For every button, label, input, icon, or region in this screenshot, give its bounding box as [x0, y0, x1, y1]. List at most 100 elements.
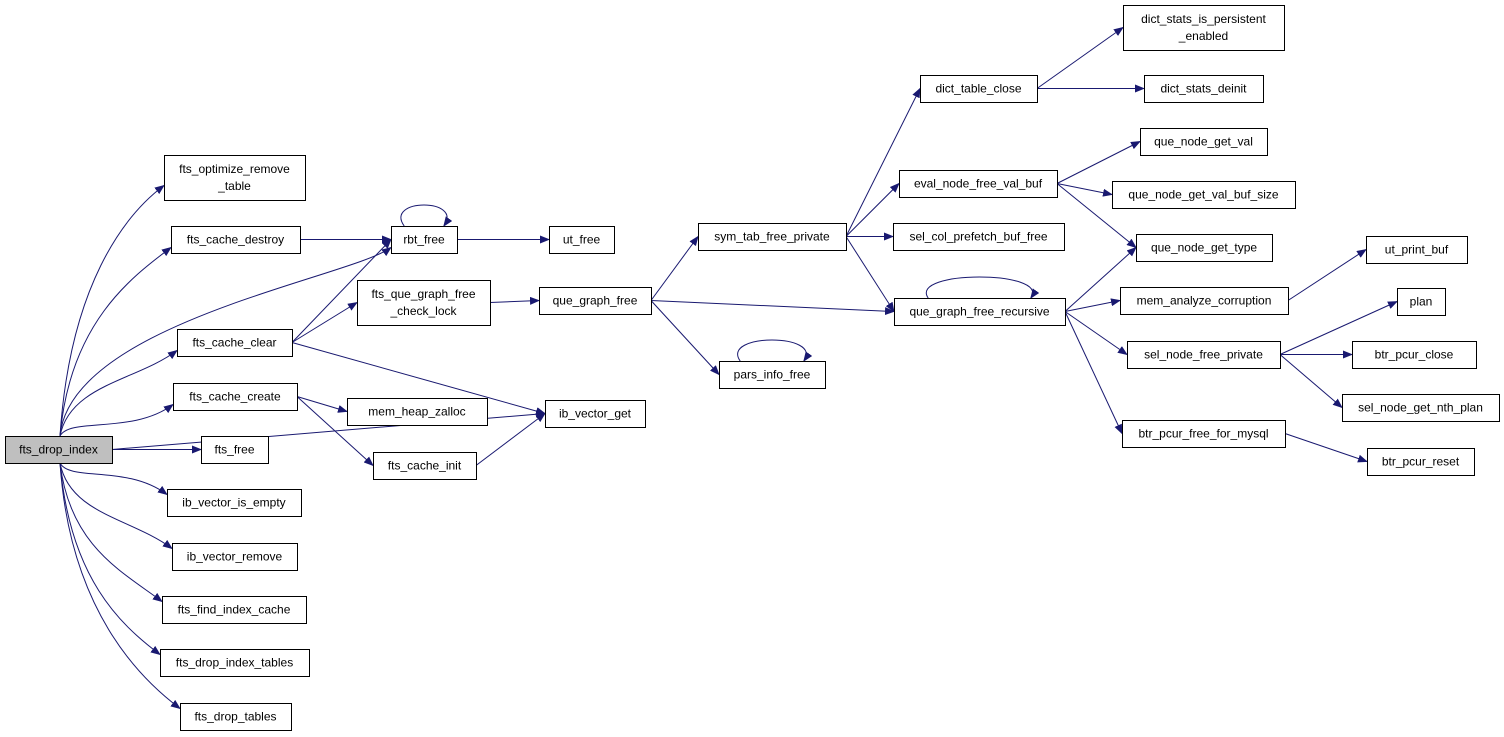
- node-box: [1367, 448, 1475, 476]
- node-dict_stats_deinit[interactable]: dict_stats_deinit: [1144, 75, 1264, 103]
- node-fts_drop_tables[interactable]: fts_drop_tables: [180, 703, 292, 731]
- node-ib_vector_remove[interactable]: ib_vector_remove: [172, 543, 298, 571]
- self-loop-edge-pars_info_free: [737, 339, 813, 362]
- node-eval_node_free_val_buf[interactable]: eval_node_free_val_buf: [899, 170, 1058, 198]
- node-sel_node_get_nth_plan[interactable]: sel_node_get_nth_plan: [1342, 394, 1500, 422]
- node-label: que_graph_free: [553, 294, 638, 308]
- node-sym_tab_free_private[interactable]: sym_tab_free_private: [698, 223, 847, 251]
- node-btr_pcur_reset[interactable]: btr_pcur_reset: [1367, 448, 1475, 476]
- node-box: [177, 329, 293, 357]
- node-sel_col_prefetch_buf_free[interactable]: sel_col_prefetch_buf_free: [893, 223, 1065, 251]
- edge-dict_table_close-to-dict_stats_is_persistent_enabled: [1036, 26, 1124, 89]
- node-label: ib_vector_is_empty: [182, 496, 285, 510]
- node-que_graph_free[interactable]: que_graph_free: [539, 287, 652, 315]
- edge-que_graph_free_recursive-to-sel_node_free_private: [1064, 311, 1128, 356]
- node-box: [1123, 5, 1285, 51]
- node-ut_free[interactable]: ut_free: [549, 226, 615, 254]
- node-label: ut_free: [563, 233, 601, 247]
- node-ib_vector_get[interactable]: ib_vector_get: [545, 400, 646, 428]
- node-box: [201, 436, 269, 464]
- node-box: [391, 226, 458, 254]
- node-fts_cache_clear[interactable]: fts_cache_clear: [177, 329, 293, 357]
- edge-fts_cache_clear-to-fts_que_graph_free_check_lock: [291, 301, 358, 343]
- node-box: [160, 649, 310, 677]
- edge-eval_node_free_val_buf-to-que_node_get_type: [1056, 183, 1137, 249]
- node-label: eval_node_free_val_buf: [914, 177, 1043, 191]
- node-sel_node_free_private[interactable]: sel_node_free_private: [1127, 341, 1281, 369]
- node-que_graph_free_recursive[interactable]: que_graph_free_recursive: [894, 298, 1066, 326]
- node-label: ib_vector_remove: [187, 550, 283, 564]
- node-fts_cache_create[interactable]: fts_cache_create: [173, 383, 298, 411]
- self-loop-edge-que_graph_free_recursive: [925, 276, 1040, 299]
- edge-fts_drop_index-to-fts_drop_tables: [59, 462, 181, 710]
- node-fts_drop_index[interactable]: fts_drop_index: [5, 436, 113, 464]
- node-box: [164, 155, 306, 201]
- node-box: [698, 223, 847, 251]
- node-fts_find_index_cache[interactable]: fts_find_index_cache: [162, 596, 307, 624]
- node-fts_drop_index_tables[interactable]: fts_drop_index_tables: [160, 649, 310, 677]
- node-btr_pcur_free_for_mysql[interactable]: btr_pcur_free_for_mysql: [1122, 420, 1286, 448]
- node-box: [173, 383, 298, 411]
- node-box: [373, 452, 477, 480]
- node-box: [1352, 341, 1477, 369]
- node-label: sym_tab_free_private: [714, 230, 830, 244]
- node-box: [1140, 128, 1268, 156]
- edge-eval_node_free_val_buf-to-que_node_get_val: [1056, 141, 1141, 184]
- node-ib_vector_is_empty[interactable]: ib_vector_is_empty: [167, 489, 302, 517]
- edge-fts_cache_init-to-ib_vector_get: [475, 412, 546, 466]
- node-label: sel_node_free_private: [1144, 348, 1263, 362]
- node-box: [5, 436, 113, 464]
- node-box: [719, 361, 826, 389]
- edge-que_graph_free-to-pars_info_free: [650, 300, 720, 376]
- node-rbt_free[interactable]: rbt_free: [391, 226, 458, 254]
- node-pars_info_free[interactable]: pars_info_free: [719, 361, 826, 389]
- node-que_node_get_val_buf_size[interactable]: que_node_get_val_buf_size: [1112, 181, 1296, 209]
- edge-eval_node_free_val_buf-to-que_node_get_val_buf_size: [1056, 183, 1113, 197]
- node-label: ib_vector_get: [559, 407, 632, 421]
- node-dict_table_close[interactable]: dict_table_close: [920, 75, 1038, 103]
- node-label: fts_optimize_remove: [179, 162, 290, 176]
- node-label: fts_drop_index_tables: [176, 656, 293, 670]
- node-ut_print_buf[interactable]: ut_print_buf: [1366, 236, 1468, 264]
- node-label: _table: [217, 179, 251, 193]
- node-btr_pcur_close[interactable]: btr_pcur_close: [1352, 341, 1477, 369]
- node-box: [1144, 75, 1264, 103]
- edge-sym_tab_free_private-to-dict_table_close: [845, 87, 921, 237]
- edge-fts_drop_index-to-ib_vector_remove: [59, 462, 173, 550]
- node-mem_heap_zalloc[interactable]: mem_heap_zalloc: [347, 398, 488, 426]
- self-loop-edge-rbt_free: [400, 204, 453, 227]
- node-dict_stats_is_persistent_enabled[interactable]: dict_stats_is_persistent_enabled: [1123, 5, 1285, 51]
- edges-layer: [59, 26, 1398, 710]
- node-label: fts_cache_init: [388, 459, 462, 473]
- node-label: _check_lock: [389, 304, 457, 318]
- node-box: [1122, 420, 1286, 448]
- edge-mem_analyze_corruption-to-ut_print_buf: [1287, 248, 1367, 301]
- node-mem_analyze_corruption[interactable]: mem_analyze_corruption: [1120, 287, 1289, 315]
- node-box: [1112, 181, 1296, 209]
- node-fts_optimize_remove_table[interactable]: fts_optimize_remove _table: [164, 155, 306, 201]
- node-label: ut_print_buf: [1385, 243, 1449, 257]
- edge-fts_drop_index-to-fts_optimize_remove_table: [59, 184, 165, 437]
- node-box: [347, 398, 488, 426]
- edge-sym_tab_free_private-to-eval_node_free_val_buf: [845, 182, 900, 237]
- node-label: fts_drop_tables: [194, 710, 276, 724]
- node-fts_que_graph_free_check_lock[interactable]: fts_que_graph_free_check_lock: [357, 280, 491, 326]
- node-que_node_get_val[interactable]: que_node_get_val: [1140, 128, 1268, 156]
- node-box: [893, 223, 1065, 251]
- edge-fts_drop_index-to-fts_cache_create: [59, 403, 174, 437]
- node-label: que_node_get_type: [1151, 241, 1257, 255]
- edge-fts_drop_index-to-ib_vector_is_empty: [59, 462, 168, 496]
- node-fts_cache_init[interactable]: fts_cache_init: [373, 452, 477, 480]
- node-label: dict_stats_is_persistent: [1141, 12, 1266, 26]
- node-fts_free[interactable]: fts_free: [201, 436, 269, 464]
- node-fts_cache_destroy[interactable]: fts_cache_destroy: [171, 226, 301, 254]
- node-box: [1120, 287, 1289, 315]
- node-plan[interactable]: plan: [1397, 288, 1446, 316]
- node-que_node_get_type[interactable]: que_node_get_type: [1136, 234, 1273, 262]
- node-label: fts_cache_create: [189, 390, 281, 404]
- edge-que_graph_free_recursive-to-mem_analyze_corruption: [1064, 298, 1121, 312]
- edge-btr_pcur_free_for_mysql-to-btr_pcur_reset: [1284, 433, 1368, 463]
- nodes-layer: fts_drop_indexfts_optimize_remove_tablef…: [5, 5, 1500, 731]
- edge-fts_drop_index-to-fts_cache_clear: [59, 349, 178, 437]
